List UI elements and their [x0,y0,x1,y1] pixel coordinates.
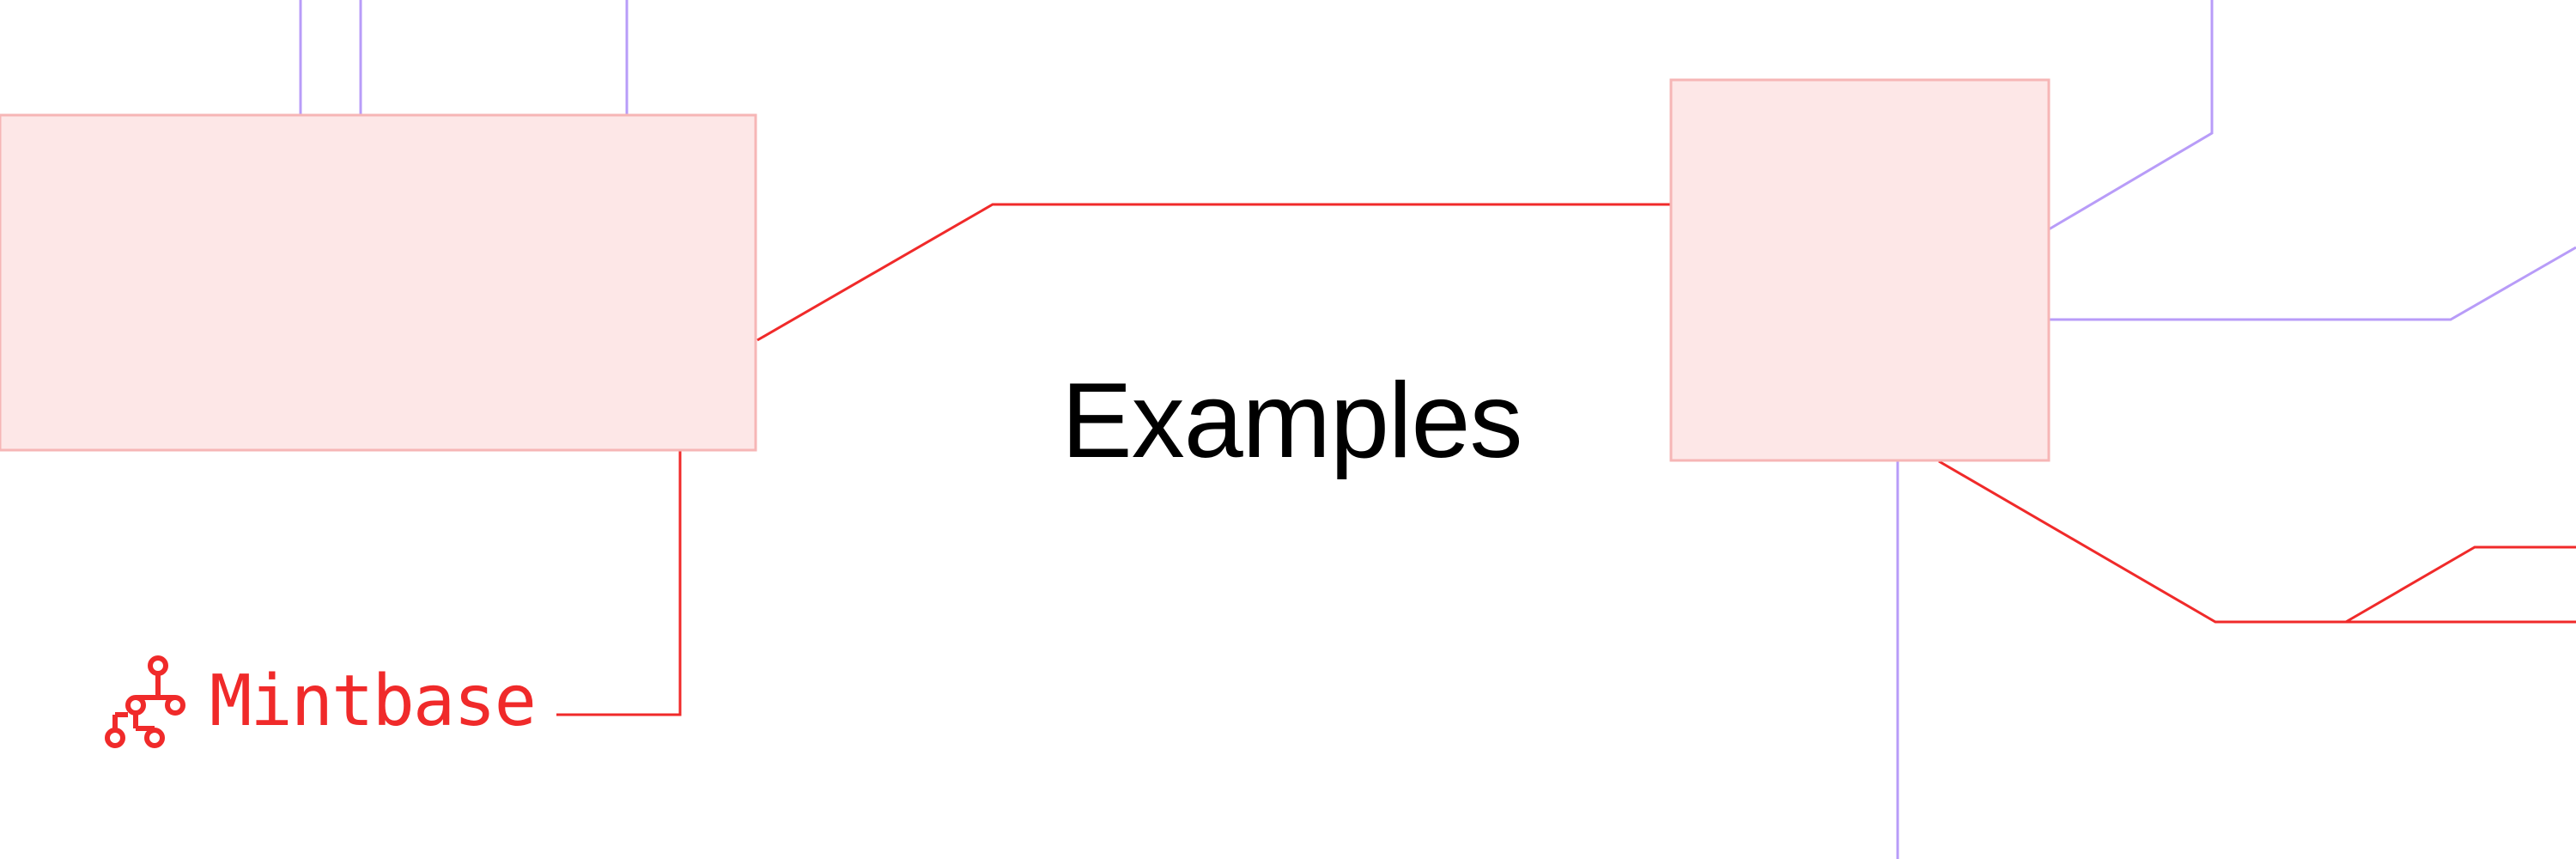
brand-label: Mintbase [210,661,537,742]
diagram-box-left [0,113,757,452]
connector-line-red [1938,460,2576,624]
connector-line-red [756,203,1671,342]
connector-line-purple [2048,0,2214,231]
section-heading: Examples [1061,362,1522,480]
mintbase-link[interactable]: Mintbase [101,655,537,749]
connector-line-purple [2049,246,2576,321]
connector-line-red [556,449,682,716]
node-tree-icon [105,655,185,748]
diagram-box-right [1669,78,2050,462]
connector-line-red [2345,545,2576,624]
